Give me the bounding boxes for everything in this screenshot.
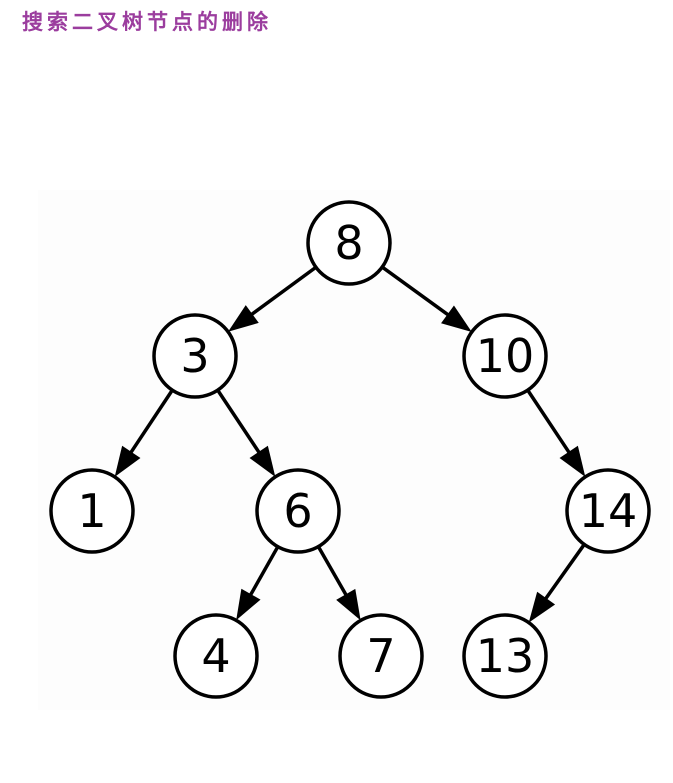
node-circle [462, 313, 548, 399]
node-label: 4 [201, 629, 230, 683]
node-circle [152, 313, 238, 399]
tree-node-7: 7 [338, 613, 424, 699]
edge-line [316, 545, 349, 597]
arrowhead [528, 591, 556, 623]
arrowhead [114, 445, 141, 477]
edge-8-to-10 [381, 265, 472, 332]
node-label: 6 [283, 484, 312, 538]
edge-10-to-14 [526, 389, 586, 477]
edge-line [543, 543, 586, 601]
edge-6-to-7 [316, 545, 361, 621]
arrowhead [441, 305, 472, 332]
page-title: 搜索二叉树节点的删除 [22, 9, 272, 34]
node-label: 3 [180, 329, 209, 383]
node-circle [462, 613, 548, 699]
node-circle [173, 613, 259, 699]
edge-6-to-4 [236, 545, 280, 621]
arrowhead [336, 588, 361, 621]
node-label: 14 [579, 484, 638, 538]
edge-line [249, 265, 317, 317]
edge-line [381, 265, 451, 317]
edge-14-to-13 [528, 543, 586, 623]
arrowhead [236, 588, 261, 621]
node-label: 1 [77, 484, 106, 538]
node-circle [565, 468, 651, 554]
node-label: 7 [366, 629, 395, 683]
node-circle [338, 613, 424, 699]
node-circle [255, 468, 341, 554]
edge-8-to-3 [228, 265, 317, 332]
node-circle [306, 200, 392, 286]
tree-node-1: 1 [49, 468, 135, 554]
edge-line [248, 545, 280, 597]
arrowhead [249, 445, 276, 477]
edges-layer [114, 265, 586, 623]
edge-line [128, 389, 174, 455]
arrowhead [228, 305, 259, 332]
node-label: 13 [476, 629, 535, 683]
nodes-layer: 8 3 10 1 6 14 4 7 13 [49, 200, 651, 699]
tree-node-14: 14 [565, 468, 651, 554]
tree-node-8: 8 [306, 200, 392, 286]
tree-node-10: 10 [462, 313, 548, 399]
edge-3-to-1 [114, 389, 174, 477]
edge-line [216, 389, 262, 455]
tree-node-3: 3 [152, 313, 238, 399]
arrowhead [559, 445, 586, 477]
tree-node-4: 4 [173, 613, 259, 699]
edge-3-to-6 [216, 389, 276, 477]
node-circle [49, 468, 135, 554]
edge-line [526, 389, 572, 455]
node-label: 10 [476, 329, 535, 383]
tree-node-6: 6 [255, 468, 341, 554]
node-label: 8 [334, 216, 363, 270]
tree-node-13: 13 [462, 613, 548, 699]
